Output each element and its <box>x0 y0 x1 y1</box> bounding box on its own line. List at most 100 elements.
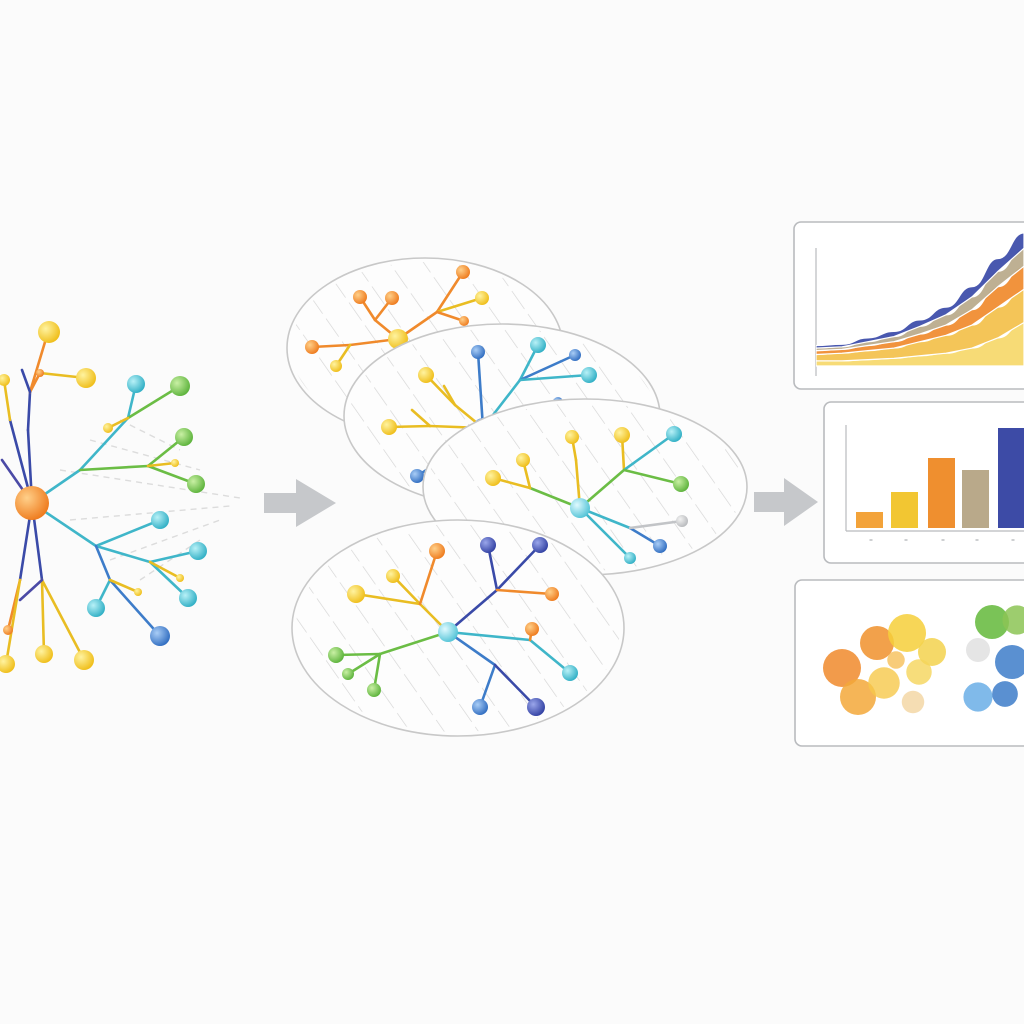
clustered-subnetworks-icon <box>286 257 748 737</box>
bar-panel-frame <box>823 401 1024 564</box>
cluster-edge <box>410 408 432 428</box>
cluster-node <box>429 543 445 559</box>
cluster-node <box>673 476 689 492</box>
source-node <box>127 375 145 393</box>
cluster-edge <box>495 588 554 596</box>
cluster-edge <box>378 630 450 656</box>
cluster-node <box>516 453 530 467</box>
cluster-edge <box>435 296 484 314</box>
cluster-edge <box>446 630 532 642</box>
network-speck <box>69 505 231 521</box>
source-node <box>87 599 105 617</box>
source-edge <box>148 560 182 580</box>
network-speck <box>89 439 201 471</box>
cluster-edge <box>346 652 382 676</box>
cluster-edge <box>528 638 572 675</box>
cluster-node <box>624 552 636 564</box>
source-edge <box>4 578 22 666</box>
network-speck <box>59 469 241 499</box>
cluster-edge <box>495 543 542 592</box>
source-node <box>151 511 169 529</box>
cluster-edge <box>518 373 591 382</box>
cluster-node <box>328 647 344 663</box>
source-edge <box>78 464 150 472</box>
bubble-warm <box>887 651 905 669</box>
cluster-hatching <box>296 524 620 732</box>
cluster-node <box>347 585 365 603</box>
cluster-node <box>459 316 469 326</box>
source-edge <box>26 390 32 432</box>
cluster-edge <box>446 588 499 634</box>
cluster-node <box>530 337 546 353</box>
source-node <box>35 645 53 663</box>
cluster-node <box>480 537 496 553</box>
source-edge <box>2 378 12 422</box>
cluster-edge <box>476 350 485 430</box>
cluster-node <box>666 426 682 442</box>
cluster-node <box>367 683 381 697</box>
bubble-warm <box>868 667 900 699</box>
cluster-edge <box>518 353 577 382</box>
bubble-warm <box>860 626 894 660</box>
network-speck <box>109 519 221 561</box>
cluster-edge <box>418 549 439 606</box>
cluster-node <box>653 539 667 553</box>
bubble-cluster-icon <box>794 579 1024 747</box>
right-arrow-icon <box>754 478 818 526</box>
bar <box>891 492 918 528</box>
bubble-cool <box>992 681 1018 707</box>
bubble-warm <box>906 659 932 685</box>
cluster-node <box>565 430 579 444</box>
source-edge <box>108 578 162 638</box>
bar <box>928 458 955 528</box>
bubble-warm <box>918 638 946 666</box>
bubble-warm <box>823 649 861 687</box>
cluster-edge <box>622 432 676 472</box>
cluster-node <box>562 665 578 681</box>
source-node <box>187 475 205 493</box>
source-node <box>189 542 207 560</box>
right-arrow-icon <box>264 479 336 527</box>
cluster-node <box>330 360 342 372</box>
bubble-cool <box>995 645 1024 679</box>
cluster-node <box>569 349 581 361</box>
source-node <box>150 626 170 646</box>
network-speck <box>119 419 181 451</box>
bar <box>962 470 989 528</box>
area-series-5 <box>816 232 1024 349</box>
cluster-node <box>410 469 424 483</box>
cluster-node <box>532 537 548 553</box>
cluster-edge <box>578 506 632 560</box>
source-node <box>76 368 96 388</box>
source-node <box>179 589 197 607</box>
cluster-edge <box>442 384 457 407</box>
cluster-node <box>676 515 688 527</box>
cluster-hub-node <box>438 622 458 642</box>
source-node <box>3 625 13 635</box>
source-edge <box>94 544 112 582</box>
cluster-node <box>471 345 485 359</box>
cluster-hub-node <box>570 498 590 518</box>
cluster-node <box>475 291 489 305</box>
source-edge <box>146 461 177 468</box>
source-node <box>171 459 179 467</box>
source-edge <box>94 544 152 564</box>
source-edge <box>40 578 86 662</box>
source-edge <box>20 368 32 394</box>
cluster-node <box>581 367 597 383</box>
cluster-node <box>525 622 539 636</box>
source-node <box>134 588 142 596</box>
source-node <box>38 321 60 343</box>
source-edge <box>108 578 140 594</box>
source-node <box>176 574 184 582</box>
cluster-node <box>305 340 319 354</box>
bar <box>856 512 883 528</box>
cluster-node <box>545 587 559 601</box>
cluster-node <box>353 290 367 304</box>
source-node <box>74 650 94 670</box>
bubble-cool <box>1002 605 1024 635</box>
source-node <box>175 428 193 446</box>
bubble-cool <box>966 638 990 662</box>
cluster-edge <box>435 270 465 314</box>
